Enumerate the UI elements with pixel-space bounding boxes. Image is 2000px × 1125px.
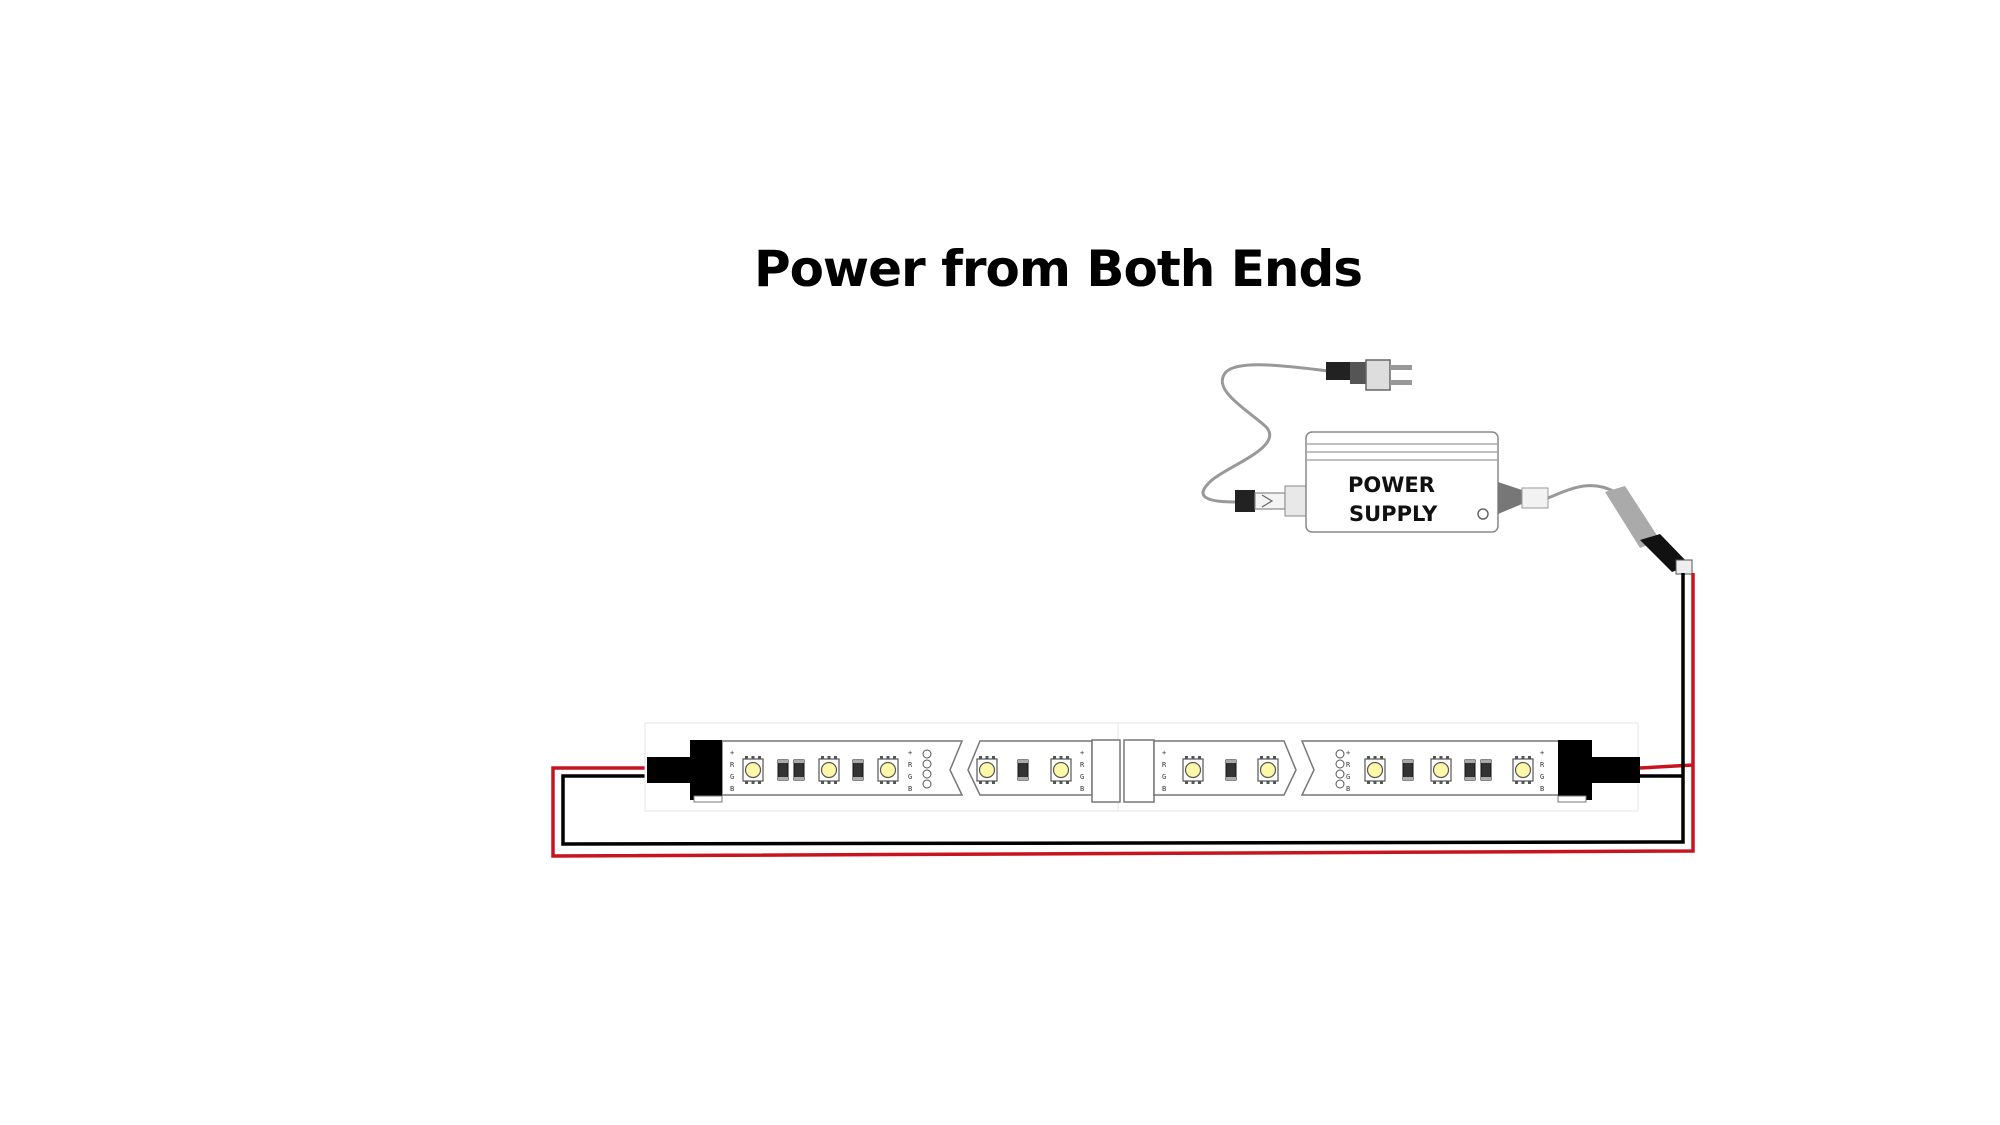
pin-label: + [1540,749,1544,757]
connector-icon [1557,740,1640,803]
connector-icon [647,740,723,803]
pin-labels-right: + R G B [1540,749,1545,793]
pin-labels-mid-2: + R G B [1080,749,1085,793]
pin-label: G [908,773,912,781]
pin-label: + [908,749,912,757]
pin-label: R [1080,761,1085,769]
power-supply-label-line2: SUPPLY [1349,502,1438,526]
pin-label: R [908,761,913,769]
pin-label: + [1080,749,1084,757]
ac-connector-icon [1235,485,1308,517]
pin-label: B [1346,785,1350,793]
negative-wire [561,573,1685,846]
pin-label: G [1346,773,1350,781]
pin-label: B [730,785,734,793]
pin-label: + [1346,749,1350,757]
power-supply-icon: POWER SUPPLY [1305,431,1499,533]
diagram-title: Power from Both Ends [753,240,1363,298]
pin-labels-mid-4: + R G B [1346,749,1351,793]
power-supply-label-line1: POWER [1348,473,1435,497]
pin-label: R [730,761,735,769]
pin-label: G [1080,773,1084,781]
pin-label: R [1540,761,1545,769]
pin-label: G [1540,773,1544,781]
wall-plug-icon [1201,359,1412,504]
pin-label: B [908,785,912,793]
pin-label: B [1080,785,1084,793]
pin-labels-mid-3: + R G B [1162,749,1167,793]
pin-label: R [1162,761,1167,769]
positive-wire [551,573,1695,858]
pin-label: + [1162,749,1166,757]
pin-label: B [1162,785,1166,793]
led-strip-icon: + R G B + R G B + R G B + R G B + R G B [644,722,1640,812]
pin-label: R [1346,761,1351,769]
dc-output-cable [1498,482,1693,575]
pin-label: G [730,773,734,781]
pin-labels-mid-1: + R G B [908,749,913,793]
pin-labels-left: + R G B [730,749,735,793]
pin-label: G [1162,773,1166,781]
pin-label: B [1540,785,1544,793]
pin-label: + [730,749,734,757]
